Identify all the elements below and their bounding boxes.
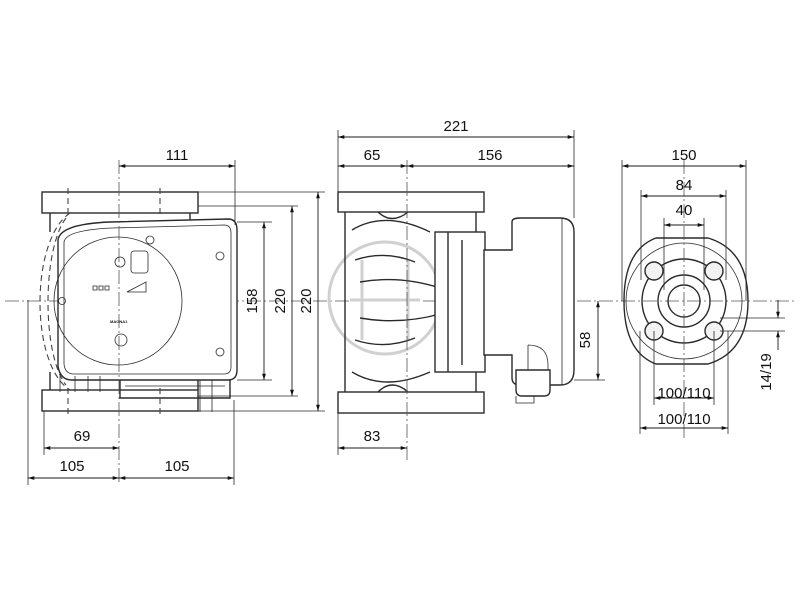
motor-housing — [483, 217, 575, 386]
dim-label-100-110-upper: 100/110 — [657, 385, 710, 402]
watermark-logo — [327, 240, 443, 356]
terminal-box — [515, 369, 551, 397]
bolt-hole-icon — [644, 261, 664, 281]
dim-label-58: 58 — [577, 332, 594, 349]
dim-label-105-right: 105 — [164, 458, 189, 475]
middle-view-side-elevation — [327, 160, 575, 460]
dim-label-220-inner: 220 — [272, 288, 289, 313]
control-knob-icon — [114, 256, 126, 268]
control-box — [57, 218, 238, 381]
right-view-dimensions: 150 84 40 100/110 100/110 14/19 — [621, 147, 785, 434]
dim-label-150: 150 — [671, 147, 696, 164]
mode-leds-icon — [92, 285, 110, 291]
dim-label-156: 156 — [477, 147, 502, 164]
dim-label-69: 69 — [74, 428, 91, 445]
left-view-front-elevation: MAGNA1 — [39, 160, 238, 485]
dim-label-111: 111 — [166, 147, 189, 164]
middle-view-dimensions: 221 65 156 58 83 — [337, 118, 605, 455]
screw-icon — [215, 251, 225, 261]
screw-icon — [58, 297, 66, 305]
button-icon — [114, 333, 128, 347]
dim-label-84: 84 — [676, 177, 693, 194]
left-view-dimensions: 111 158 220 220 69 105 105 — [27, 147, 325, 485]
dim-label-14-19: 14/19 — [758, 353, 775, 391]
bottom-flange-side — [337, 391, 485, 414]
dim-label-158: 158 — [244, 288, 261, 313]
top-flange — [41, 191, 199, 214]
screw-icon — [145, 235, 155, 245]
bolt-hole-icon — [704, 261, 724, 281]
dim-label-105-left: 105 — [59, 458, 84, 475]
screw-icon — [215, 347, 225, 357]
dim-label-220-outer: 220 — [298, 288, 315, 313]
dim-label-40: 40 — [676, 202, 693, 219]
flange-outline — [623, 237, 749, 365]
dim-label-221: 221 — [443, 118, 468, 135]
top-flange-side — [337, 191, 485, 213]
dim-label-83: 83 — [364, 428, 381, 445]
dim-label-100-110-lower: 100/110 — [657, 411, 710, 428]
speed-indicator-icon — [126, 281, 147, 293]
pump-body-hidden-left — [39, 212, 71, 391]
stator-circle — [53, 236, 183, 366]
motor-adapter — [434, 231, 486, 373]
dim-label-65: 65 — [364, 147, 381, 164]
display-window — [130, 250, 149, 274]
